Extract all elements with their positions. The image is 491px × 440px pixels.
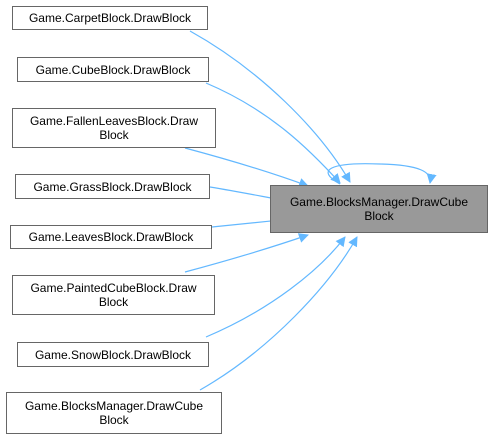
caller-node-cube-block[interactable]: Game.CubeBlock.DrawBlock: [17, 57, 209, 82]
caller-node-carpet-block[interactable]: Game.CarpetBlock.DrawBlock: [12, 6, 208, 30]
edge-fallen-to-target: [184, 147, 309, 188]
edge-painted-to-target: [184, 233, 309, 273]
edge-manager-to-target: [199, 236, 358, 391]
caller-label-line2: Block: [98, 295, 129, 309]
target-label-line1: Game.BlocksManager.DrawCube: [289, 195, 469, 209]
caller-node-leaves-block[interactable]: Game.LeavesBlock.DrawBlock: [10, 225, 212, 249]
caller-label: Game.GrassBlock.DrawBlock: [33, 179, 192, 194]
target-label-line2: Block: [364, 209, 394, 223]
caller-label-line2: Block: [99, 413, 129, 427]
caller-label-line1: Game.BlocksManager.DrawCube: [24, 399, 204, 413]
caller-node-grass-block[interactable]: Game.GrassBlock.DrawBlock: [15, 174, 210, 199]
caller-label: Game.SnowBlock.DrawBlock: [34, 347, 192, 362]
caller-label-line1: Game.FallenLeavesBlock.Draw: [29, 114, 199, 128]
edge-cube-to-target: [205, 82, 341, 184]
caller-label: Game.LeavesBlock.DrawBlock: [28, 230, 194, 244]
caller-label: Game.CubeBlock.DrawBlock: [35, 62, 191, 77]
caller-label: Game.CarpetBlock.DrawBlock: [28, 11, 192, 25]
edge-snow-to-target: [205, 236, 346, 338]
caller-node-snow-block[interactable]: Game.SnowBlock.DrawBlock: [17, 342, 209, 367]
caller-label-line1: Game.PaintedCubeBlock.Draw: [30, 281, 197, 295]
edge-carpet-to-target: [189, 30, 351, 183]
edge-self-loop: [327, 163, 437, 185]
caller-label-line2: Block: [99, 128, 129, 142]
